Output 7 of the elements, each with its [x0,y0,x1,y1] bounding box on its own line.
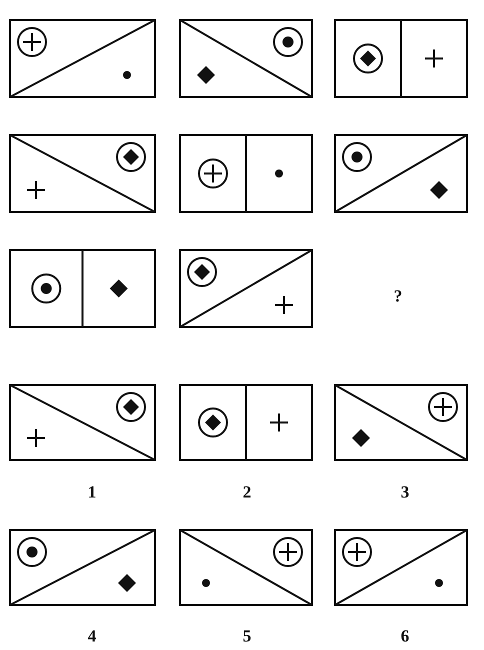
option-number: 5 [242,628,252,644]
option-number: 6 [400,628,410,644]
question-mark: ? [394,288,402,304]
option-number: 3 [400,484,410,500]
option-number: 1 [88,484,96,500]
option-number: 2 [242,484,252,500]
option-number: 4 [88,628,96,644]
